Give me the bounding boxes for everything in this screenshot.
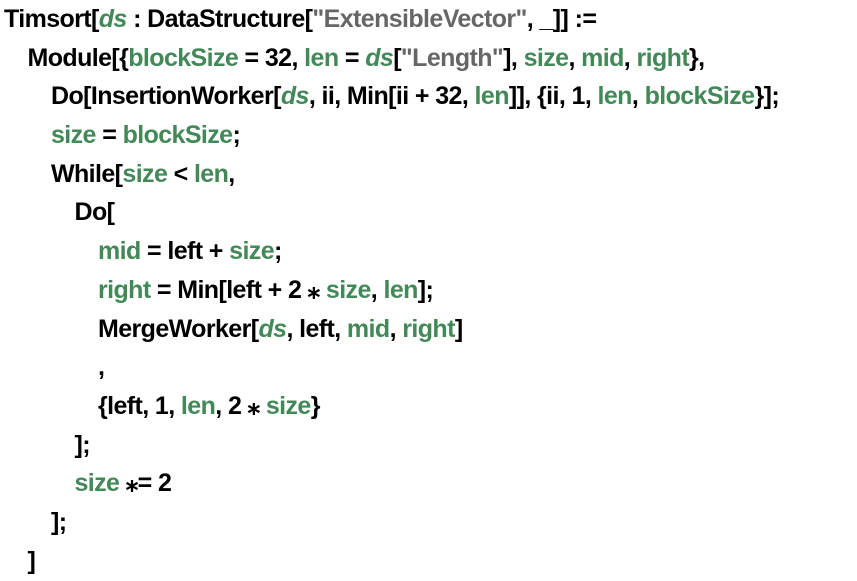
code-token: ds xyxy=(98,5,128,33)
code-line: {left, 1, len, 2 ⁎ size} xyxy=(4,387,779,426)
code-line: size = blockSize; xyxy=(4,116,779,155)
code-line: MergeWorker[ds, left, mid, right] xyxy=(4,310,779,349)
code-line: Timsort[ds : DataStructure["ExtensibleVe… xyxy=(4,0,779,39)
code-token: < xyxy=(167,159,194,188)
code-token: [ xyxy=(393,43,401,72)
code-token: size xyxy=(523,43,569,72)
code-token: , left, xyxy=(286,314,347,343)
code-token: , ii, Min[ii + 32, xyxy=(308,82,475,111)
code-token: {left, 1, xyxy=(98,391,181,420)
code-token: ] xyxy=(454,314,463,343)
code-token: size xyxy=(265,391,311,420)
code-token: = left + xyxy=(140,237,230,266)
code-token: = xyxy=(338,43,366,72)
code-token: size xyxy=(122,159,168,188)
code-token: , xyxy=(631,82,645,111)
code-token: , xyxy=(98,353,105,382)
code-token: , xyxy=(389,314,403,343)
code-token: }]; xyxy=(754,82,780,111)
code-token: ds xyxy=(365,43,394,72)
code-token: Module[{ xyxy=(27,43,129,72)
code-token: ; xyxy=(274,237,282,266)
code-token: len xyxy=(193,159,229,188)
code-token: right xyxy=(402,314,455,343)
code-line: right = Min[left + 2 ⁎ size, len]; xyxy=(4,271,779,310)
code-token: ], xyxy=(503,43,524,72)
code-token: len xyxy=(383,275,418,304)
code-token: , xyxy=(623,43,637,72)
code-token: ]], {ii, 1, xyxy=(508,82,598,111)
code-token: While[ xyxy=(51,159,123,188)
code-token: ]; xyxy=(417,275,434,304)
code-token: }, xyxy=(689,43,705,72)
code-line: Do[ xyxy=(4,193,779,232)
code-token: ]; xyxy=(51,507,67,536)
code-token: ds xyxy=(258,314,287,343)
code-token: , 2 ⁎ xyxy=(215,391,266,420)
code-token: mid xyxy=(98,237,141,266)
code-token: len xyxy=(474,82,510,111)
code-token: right xyxy=(98,275,151,304)
code-token: ds xyxy=(280,82,310,111)
code-token: right xyxy=(636,43,690,72)
code-token: "ExtensibleVector" xyxy=(312,5,527,33)
code-block: Timsort[ds : DataStructure["ExtensibleVe… xyxy=(4,0,780,581)
code-line: ]; xyxy=(4,426,779,465)
code-line: While[size < len, xyxy=(4,155,779,194)
code-token: ; xyxy=(232,121,241,150)
code-token: mid xyxy=(346,314,390,343)
code-token: blockSize xyxy=(644,82,756,111)
code-line: ]; xyxy=(4,503,779,542)
code-token: } xyxy=(310,391,321,420)
code-line: mid = left + size; xyxy=(4,232,779,271)
code-token: , xyxy=(568,43,582,72)
code-line: Module[{blockSize = 32, len = ds["Length… xyxy=(4,39,779,78)
code-token: , xyxy=(370,275,384,304)
code-token: len xyxy=(180,391,216,420)
code-token: = Min[left + 2 ⁎ xyxy=(150,275,326,304)
code-token: Do[InsertionWorker[ xyxy=(51,82,281,111)
code-token: : DataStructure[ xyxy=(126,5,313,33)
code-token: size xyxy=(229,237,274,266)
code-token: ]; xyxy=(74,430,91,459)
code-token: MergeWorker[ xyxy=(98,314,259,343)
code-token: Do[ xyxy=(74,198,115,227)
code-token: size xyxy=(51,121,96,150)
code-token: len xyxy=(304,43,339,72)
code-token: , xyxy=(228,159,235,188)
code-token: blockSize xyxy=(128,43,239,72)
code-token: , _]] := xyxy=(526,5,597,33)
code-token: "Length" xyxy=(400,43,504,72)
code-token: ⁎= 2 xyxy=(119,469,172,498)
code-token: size xyxy=(325,275,371,304)
code-line: size ⁎= 2 xyxy=(4,464,779,503)
code-line: , xyxy=(4,348,779,387)
code-token: = xyxy=(95,121,123,150)
code-token: len xyxy=(597,82,633,111)
code-token: Timsort[ xyxy=(4,5,99,33)
code-line: Do[InsertionWorker[ds, ii, Min[ii + 32, … xyxy=(4,77,780,116)
code-line: ] xyxy=(4,542,779,581)
code-token: ] xyxy=(27,546,36,575)
code-token: size xyxy=(74,469,120,498)
code-token: = 32, xyxy=(238,43,305,72)
code-token: mid xyxy=(581,43,624,72)
code-token: blockSize xyxy=(122,121,234,150)
